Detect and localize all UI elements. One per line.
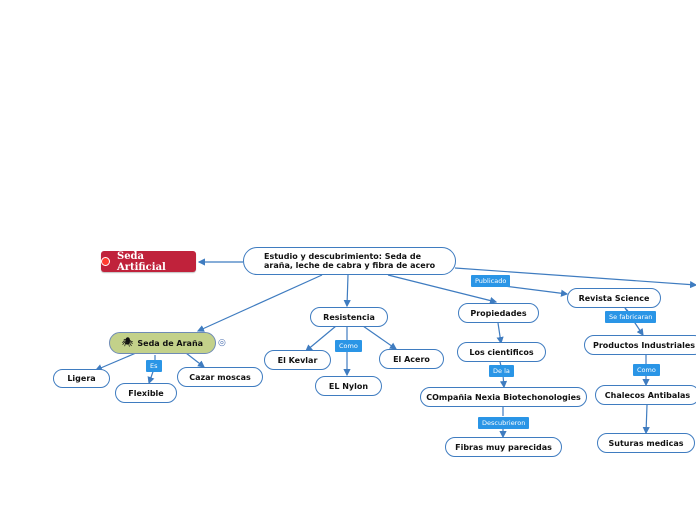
node-label: Ligera [67,374,96,383]
node-label: Chalecos Antibalas [604,390,691,400]
node-los-cientificos[interactable]: Los cientificos [457,342,546,362]
node-el-kevlar[interactable]: El Kevlar [264,350,331,370]
node-propiedades[interactable]: Propiedades [458,303,539,323]
node-fibras-muy-parecidas[interactable]: Fibras muy parecidas [445,437,562,457]
node-label: Fibras muy parecidas [455,442,552,452]
node-label: El Acero [393,354,430,364]
spider-icon: 🕷 [121,338,134,348]
edge-label-como-2: Como [633,364,660,376]
edge-label-descubrieron: Descubrieron [478,417,530,429]
node-label: COmpañia Nexia Biotechonologies [426,392,581,402]
node-revista-science[interactable]: Revista Science [567,288,661,308]
node-el-acero[interactable]: El Acero [379,349,444,369]
main-topic-label: Estudio y descubrimiento: Seda de araña,… [264,252,436,270]
node-label: Resistencia [323,312,375,322]
node-label: Revista Science [578,293,650,303]
node-label: Seda de Araña [137,338,204,348]
edge-label-se-fabricaran: Se fabricaran [605,311,657,323]
node-suturas-medicas[interactable]: Suturas medicas [597,433,695,453]
node-chalecos-antibalas[interactable]: Chalecos Antibalas [595,385,696,405]
node-label: EL Nylon [328,381,369,391]
node-el-nylon[interactable]: EL Nylon [315,376,382,396]
node-label: Cazar moscas [189,372,251,382]
node-ligera[interactable]: Ligera [53,369,110,388]
edge-label-publicado: Publicado [471,275,511,287]
root-label: Seda Artificial [116,250,166,273]
node-label: Flexible [128,388,164,398]
node-productos-industriales[interactable]: Productos Industriales [584,335,696,355]
edge-label-es: Es [146,360,162,372]
root-node-seda-artificial[interactable]: Seda Artificial [101,250,196,273]
swirl-icon: ◎ [218,338,226,348]
edge-label-como: Como [335,340,362,352]
node-seda-de-arana[interactable]: 🕷 Seda de Araña [109,332,216,354]
node-label: El Kevlar [277,355,318,365]
node-resistencia[interactable]: Resistencia [310,307,388,327]
node-flexible[interactable]: Flexible [115,383,177,403]
node-label: Productos Industriales [592,340,696,350]
node-compania-nexia[interactable]: COmpañia Nexia Biotechonologies [420,387,587,407]
main-topic-node[interactable]: Estudio y descubrimiento: Seda de araña,… [243,247,456,275]
apple-icon [101,257,110,266]
node-label: Los cientificos [469,347,534,357]
edge-label-de-la: De la [489,365,514,377]
node-cazar-moscas[interactable]: Cazar moscas [177,367,263,387]
node-label: Suturas medicas [608,438,684,448]
node-label: Propiedades [470,308,527,318]
